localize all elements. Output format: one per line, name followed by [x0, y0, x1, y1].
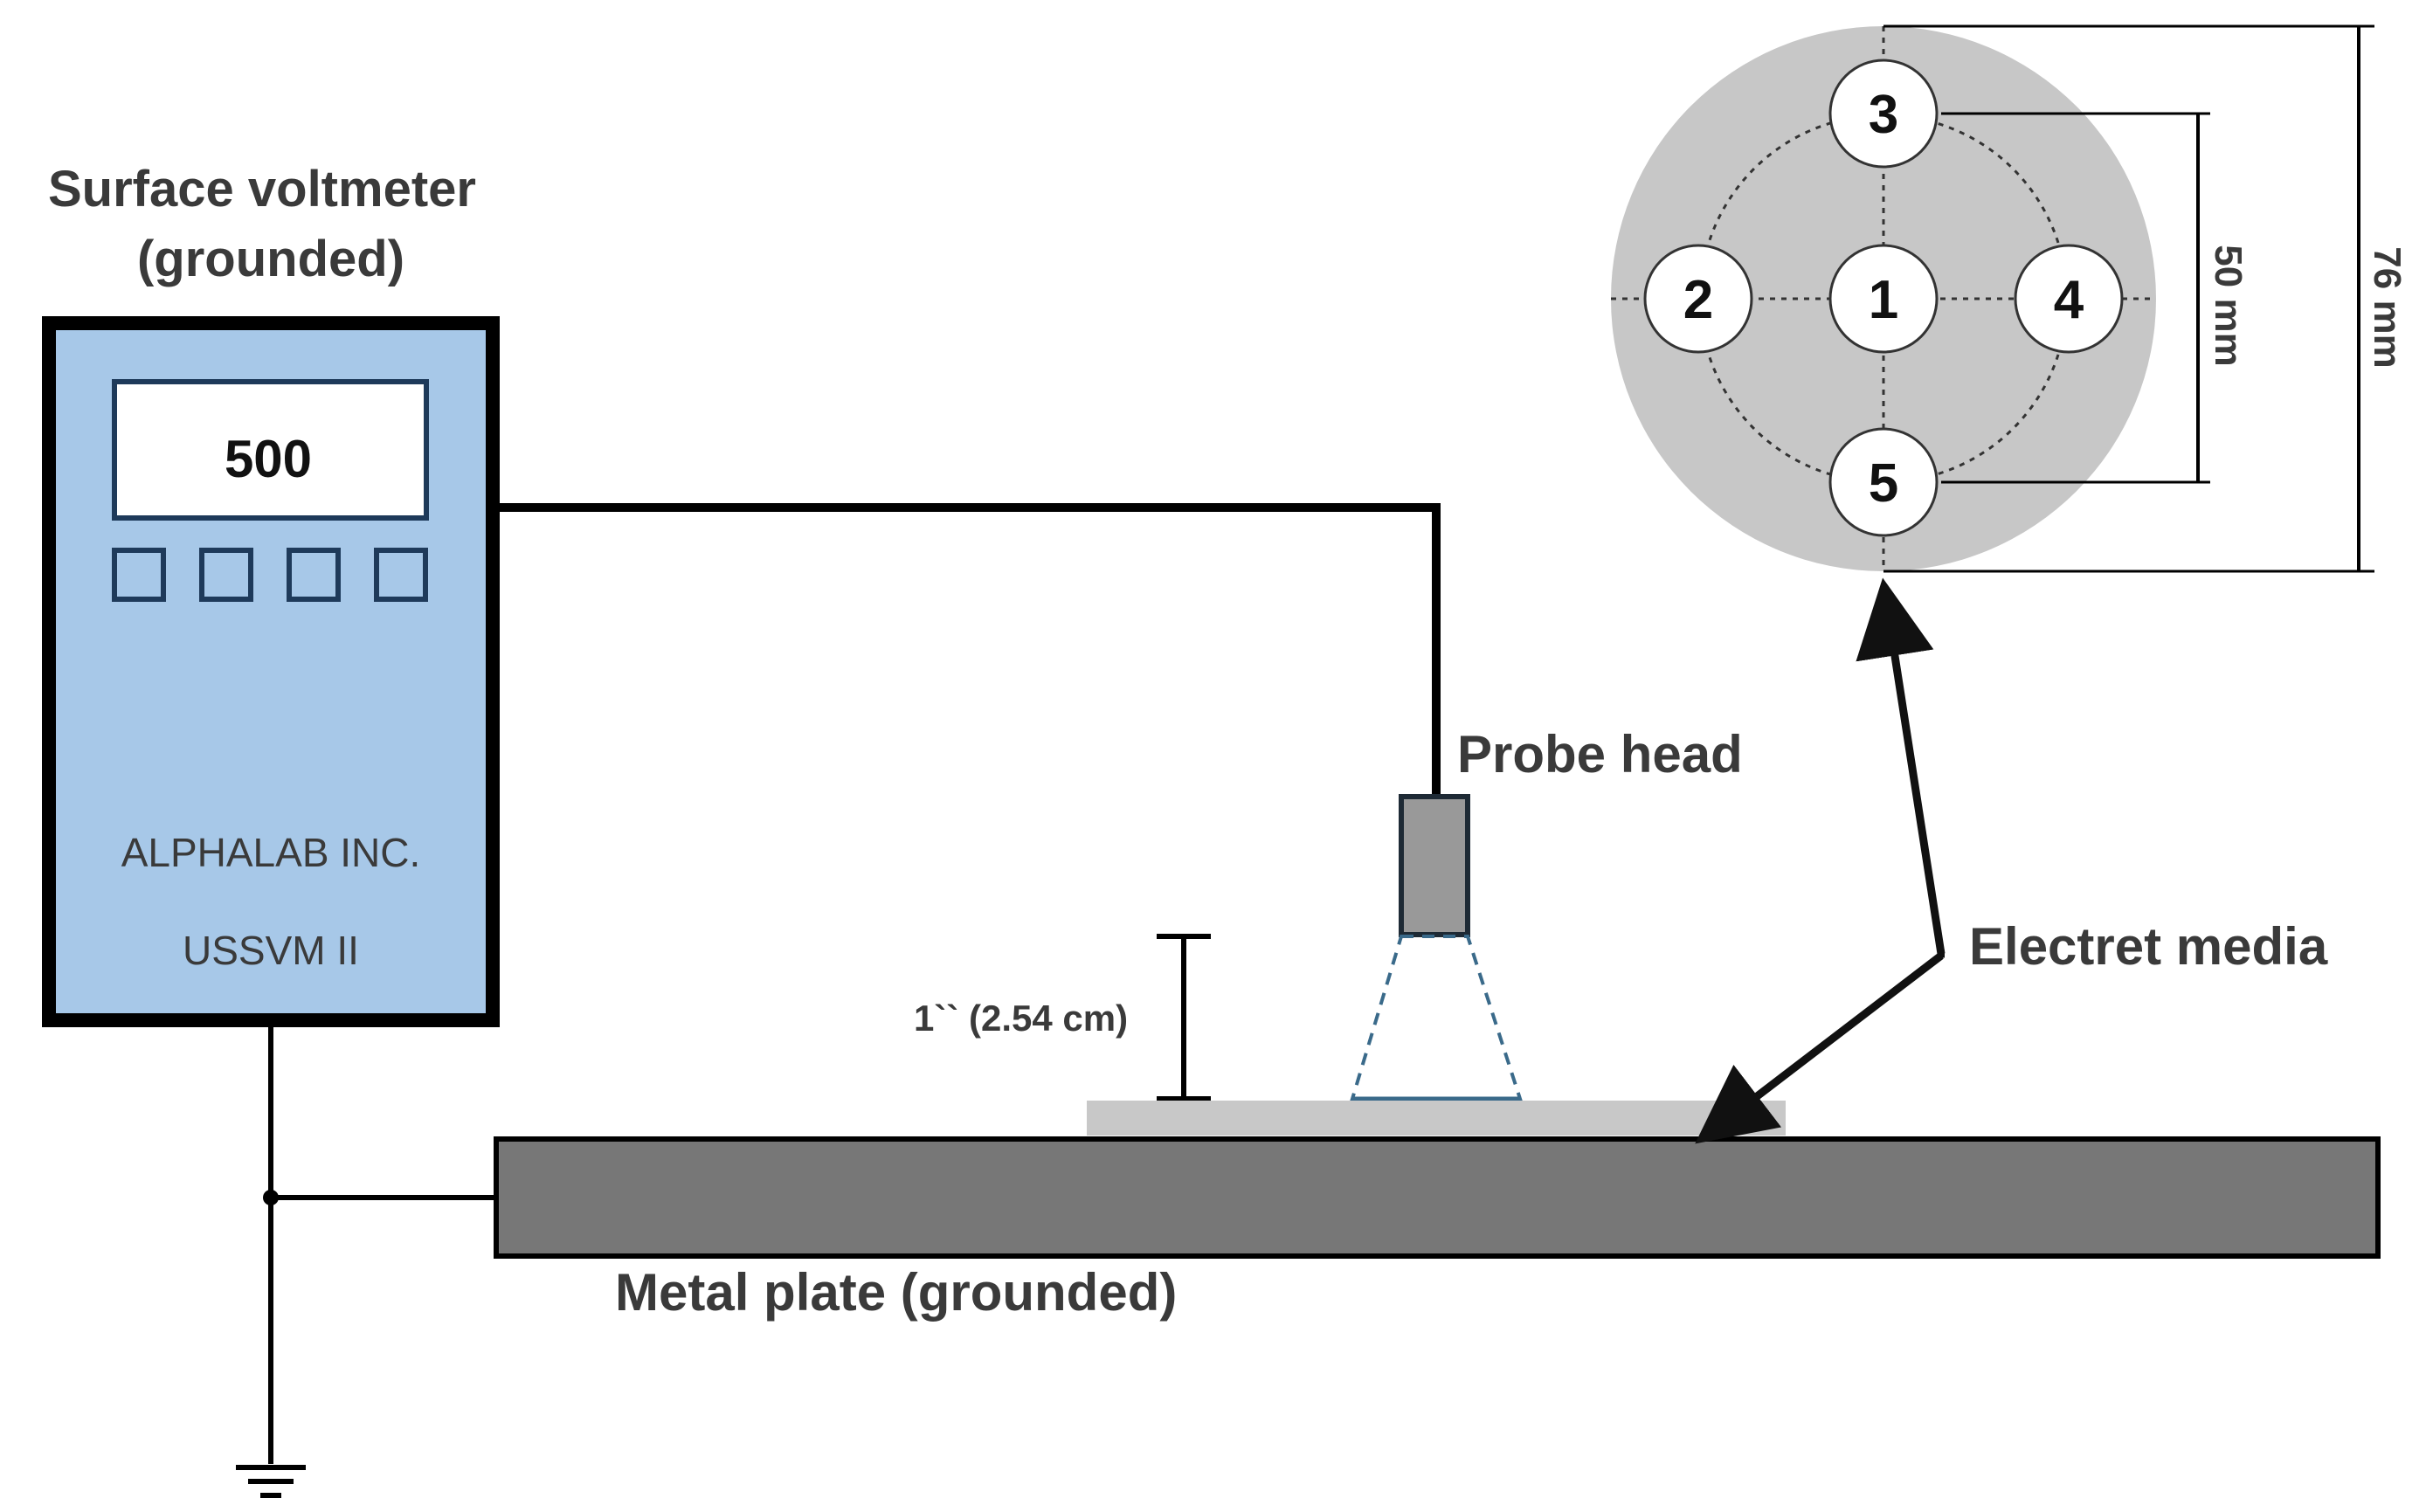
probe-field-cone [1350, 935, 1523, 1101]
outer-dimension-label: 76 mm [2366, 246, 2409, 368]
probe-distance-label: 1`` (2.54 cm) [914, 998, 1128, 1039]
probe-cable [493, 503, 1441, 797]
inner-dimension-lines [1941, 112, 2210, 484]
metal-plate-label: Metal plate (grounded) [615, 1263, 1177, 1322]
voltmeter-brand: ALPHALAB INC. [121, 830, 421, 875]
probe-head [1399, 794, 1470, 937]
voltmeter-model: USSVM II [183, 928, 359, 973]
metal-plate [494, 1136, 2381, 1259]
voltmeter-display [112, 379, 429, 521]
media-pointer-arrow [1695, 952, 1944, 1144]
voltmeter-title-line1: Surface voltmeter [48, 161, 476, 217]
voltmeter-display-value: 500 [225, 430, 312, 488]
measurement-point-label-3: 3 [1869, 85, 1898, 145]
voltmeter-button-2 [199, 548, 253, 602]
probe-distance-marker [1157, 934, 1211, 1101]
ground-symbol-icon [236, 1465, 306, 1498]
voltmeter-button-1 [112, 548, 166, 602]
voltmeter-button-4 [374, 548, 428, 602]
measurement-points: 1 2 3 4 5 [1643, 59, 2124, 537]
outer-dimension-lines [1883, 24, 2374, 573]
voltmeter-button-row [112, 548, 428, 602]
measurement-point-label-2: 2 [1683, 270, 1713, 330]
media-pointer-line [1856, 577, 1946, 958]
measurement-point-2 [1643, 244, 1753, 354]
probe-label: Probe head [1457, 725, 1743, 784]
measurement-point-5 [1828, 427, 1939, 537]
voltmeter-button-3 [287, 548, 341, 602]
electret-media-label: Electret media [1969, 917, 2328, 976]
electret-media-sheet [1087, 1101, 1786, 1136]
measurement-point-label-4: 4 [2054, 270, 2084, 330]
measurement-point-label-5: 5 [1869, 453, 1898, 514]
measurement-point-4 [2014, 244, 2124, 354]
measurement-point-1 [1828, 244, 1939, 354]
inner-dimension-label: 50 mm [2207, 245, 2250, 366]
ground-junction-dot [263, 1190, 279, 1205]
voltmeter-title-line2: (grounded) [137, 231, 404, 287]
measurement-point-label-1: 1 [1869, 270, 1898, 330]
measurement-point-3 [1828, 59, 1939, 169]
